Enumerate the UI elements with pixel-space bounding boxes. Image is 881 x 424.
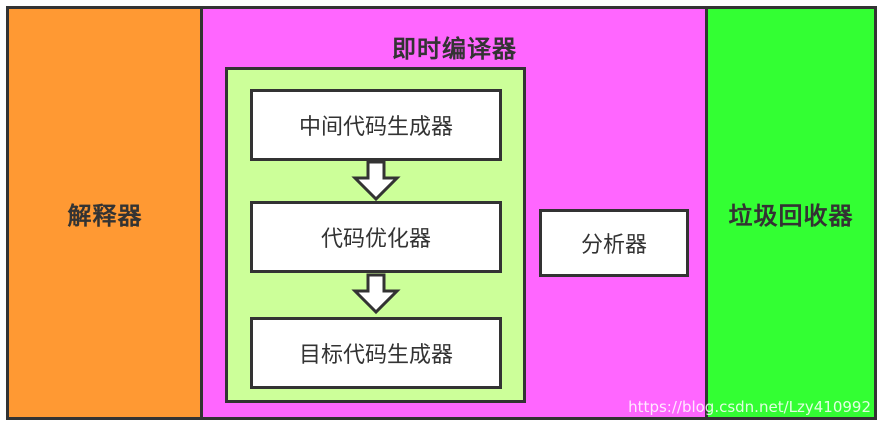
garbage-collector-label: 垃圾回收器 [728,201,854,230]
interpreter-panel: 解释器 [6,6,204,420]
watermark-text: https://blog.csdn.net/Lzy410992 [628,398,871,416]
jit-compiler-panel: 即时编译器 中间代码生成器 代码优化器 目标代码生成器 分析器 [200,6,709,420]
target-code-generator-label: 目标代码生成器 [298,343,453,368]
analyzer-label: 分析器 [580,233,647,258]
intermediate-code-generator-label: 中间代码生成器 [298,115,453,140]
down-arrow-icon [351,160,401,202]
code-optimizer-box: 代码优化器 [250,201,502,273]
code-generation-pipeline: 中间代码生成器 代码优化器 目标代码生成器 [225,67,526,403]
target-code-generator-box: 目标代码生成器 [250,317,502,389]
interpreter-label: 解释器 [67,201,143,230]
code-optimizer-label: 代码优化器 [320,227,431,252]
garbage-collector-panel: 垃圾回收器 [705,6,877,420]
intermediate-code-generator-box: 中间代码生成器 [250,89,502,161]
analyzer-box: 分析器 [539,209,689,277]
jit-compiler-title: 即时编译器 [392,35,517,63]
down-arrow-icon [351,273,401,315]
